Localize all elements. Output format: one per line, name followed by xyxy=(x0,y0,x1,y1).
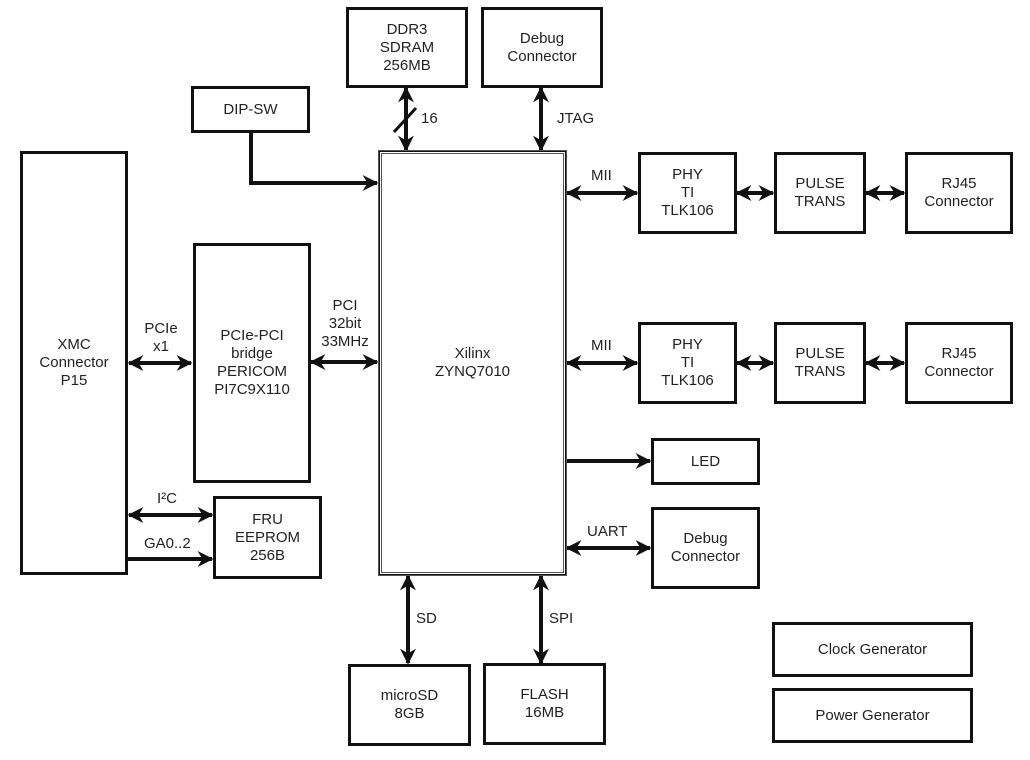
phy-1-block: PHY TI TLK106 xyxy=(638,152,737,234)
ddr3-bus-width-slash xyxy=(392,106,418,134)
phy-1-label: PHY TI TLK106 xyxy=(661,166,714,219)
pulse-trans-2-block: PULSE TRANS xyxy=(774,322,866,404)
i2c-label: I²C xyxy=(157,490,177,507)
xmc-connector-label: XMC Connector P15 xyxy=(39,336,109,389)
led-label: LED xyxy=(690,452,721,470)
debug-connector-jtag-label: Debug Connector xyxy=(507,29,577,65)
sd-label: SD xyxy=(416,610,437,627)
phy-2-label: PHY TI TLK106 xyxy=(661,336,714,389)
pulse-trans-2-label: PULSE TRANS xyxy=(794,345,846,380)
flash-block: FLASH 16MB xyxy=(483,663,606,745)
xmc-connector-block: XMC Connector P15 xyxy=(20,151,128,575)
phy-2-block: PHY TI TLK106 xyxy=(638,322,737,404)
fru-eeprom-block: FRU EEPROM 256B xyxy=(213,496,322,579)
mii-2-label: MII xyxy=(591,337,612,354)
debug-connector-uart-label: Debug Connector xyxy=(670,530,741,565)
pcie-pci-bridge-label: PCIe-PCI bridge PERICOM PI7C9X110 xyxy=(214,327,290,398)
fru-eeprom-label: FRU EEPROM 256B xyxy=(234,510,300,564)
rj45-connector-2-block: RJ45 Connector xyxy=(905,322,1013,404)
rj45-connector-1-block: RJ45 Connector xyxy=(905,152,1013,234)
ddr3-bus-width-label: 16 xyxy=(421,110,438,127)
zynq-soc-label: Xilinx ZYNQ7010 xyxy=(434,345,511,380)
spi-label: SPI xyxy=(549,610,574,627)
jtag-label: JTAG xyxy=(557,110,595,127)
led-block: LED xyxy=(651,438,760,485)
flash-label: FLASH 16MB xyxy=(520,686,569,721)
ddr3-sdram-block: DDR3 SDRAM 256MB xyxy=(346,7,468,88)
pci-label: PCI 32bit 33MHz xyxy=(321,297,369,350)
pulse-trans-1-block: PULSE TRANS xyxy=(774,152,866,234)
clock-generator-label: Clock Generator xyxy=(817,640,928,658)
microsd-block: microSD 8GB xyxy=(348,664,471,746)
ga-label: GA0..2 xyxy=(144,535,191,552)
clock-generator-block: Clock Generator xyxy=(772,622,973,677)
dip-switch-label: DIP-SW xyxy=(223,100,278,118)
debug-connector-jtag-block: Debug Connector xyxy=(481,7,603,88)
rj45-connector-2-label: RJ45 Connector xyxy=(924,345,994,380)
uart-label: UART xyxy=(587,523,628,540)
ddr3-sdram-label: DDR3 SDRAM 256MB xyxy=(379,20,435,74)
pulse-trans-1-label: PULSE TRANS xyxy=(794,175,846,210)
debug-connector-uart-block: Debug Connector xyxy=(651,507,760,589)
power-generator-label: Power Generator xyxy=(815,706,930,724)
mii-1-label: MII xyxy=(591,167,612,184)
pcie-pci-bridge-block: PCIe-PCI bridge PERICOM PI7C9X110 xyxy=(193,243,311,483)
zynq-soc-block: Xilinx ZYNQ7010 xyxy=(378,150,567,576)
dipsw-link xyxy=(249,133,379,191)
pcie-label: PCIe x1 xyxy=(144,320,178,355)
rj45-connector-1-label: RJ45 Connector xyxy=(924,175,994,210)
power-generator-block: Power Generator xyxy=(772,688,973,743)
microsd-label: microSD 8GB xyxy=(380,687,439,722)
dip-switch-block: DIP-SW xyxy=(191,86,310,133)
